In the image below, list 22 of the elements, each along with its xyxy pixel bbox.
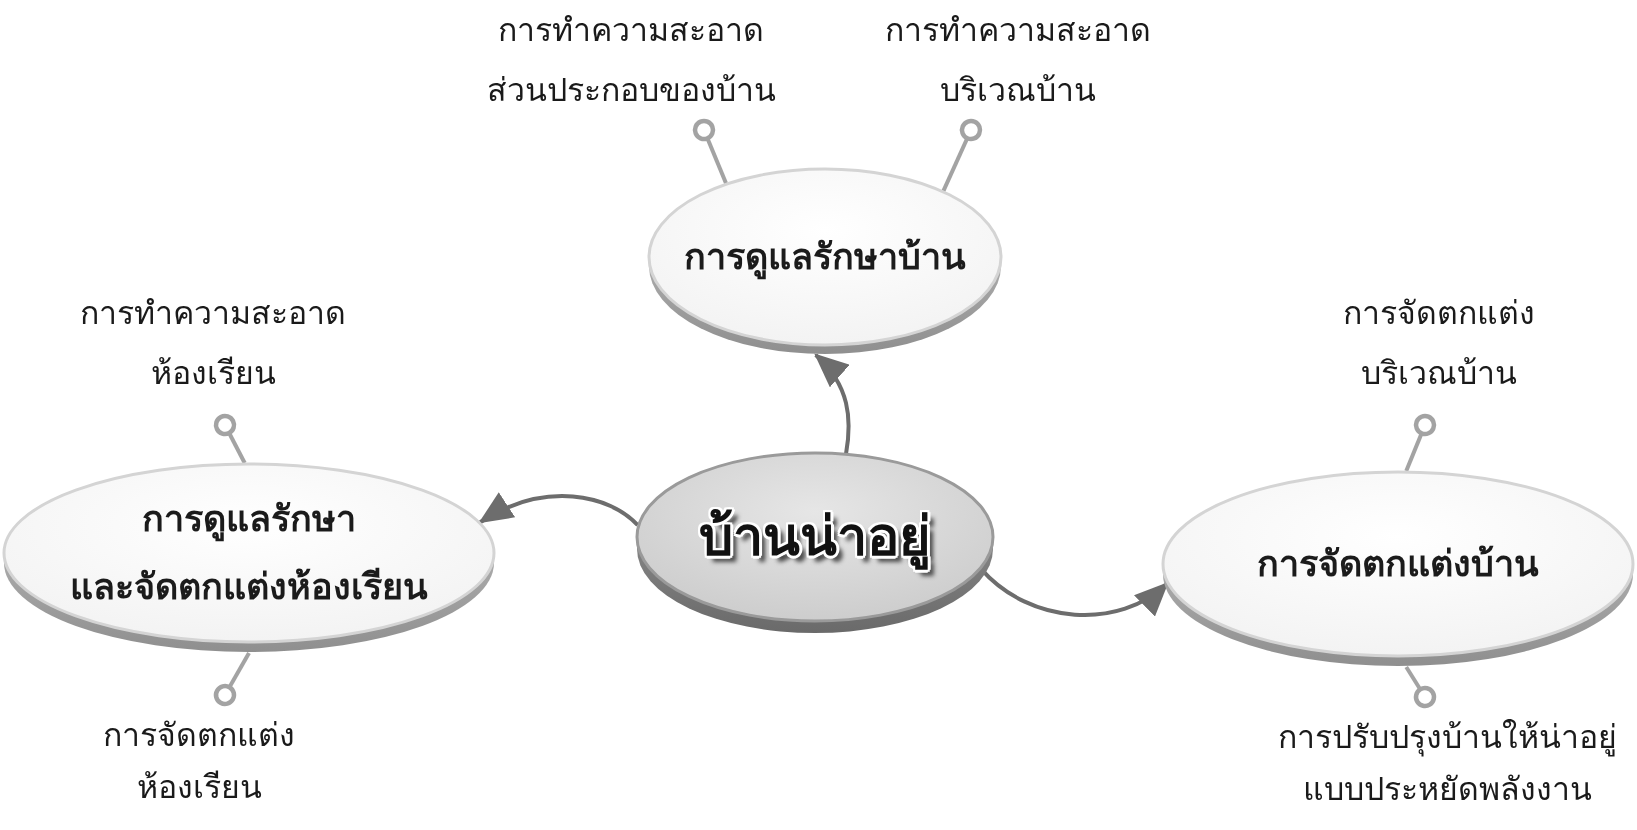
arrow (478, 493, 640, 527)
leader-line (1404, 413, 1437, 472)
leaf-text: การจัดตกแต่งบริเวณบ้าน (1343, 283, 1535, 425)
leader-line (213, 652, 251, 707)
arrow (814, 353, 851, 454)
leader-line (692, 118, 728, 184)
branch-label: การดูแลรักษาบ้าน (684, 223, 966, 291)
center-label: บ้านน่าอยู่ (699, 504, 931, 572)
leader-line (213, 413, 247, 464)
branch-ellipse (2, 462, 496, 654)
leaf-text: การจัดตกแต่งห้องเรียน (103, 695, 295, 813)
leader-line (1404, 665, 1437, 709)
center-ellipse (635, 451, 995, 635)
leaf-text: การปรับปรุงบ้านให้น่าอยู่แบบประหยัดพลังงาน (1277, 697, 1617, 815)
branch-label: การจัดตกแต่งบ้าน (1257, 542, 1539, 586)
leader-line (941, 118, 983, 192)
leaf-text: การทำความสะอาดบริเวณบ้าน (885, 0, 1151, 130)
branch-ellipse (647, 167, 1003, 356)
branch-label: การดูแลรักษาและจัดตกแต่งห้องเรียน (70, 497, 428, 609)
leaf-text: การทำความสะอาดห้องเรียน (80, 283, 346, 425)
branch-ellipse (1161, 470, 1635, 668)
leaf-text: การทำความสะอาดส่วนประกอบของบ้าน (486, 0, 776, 130)
